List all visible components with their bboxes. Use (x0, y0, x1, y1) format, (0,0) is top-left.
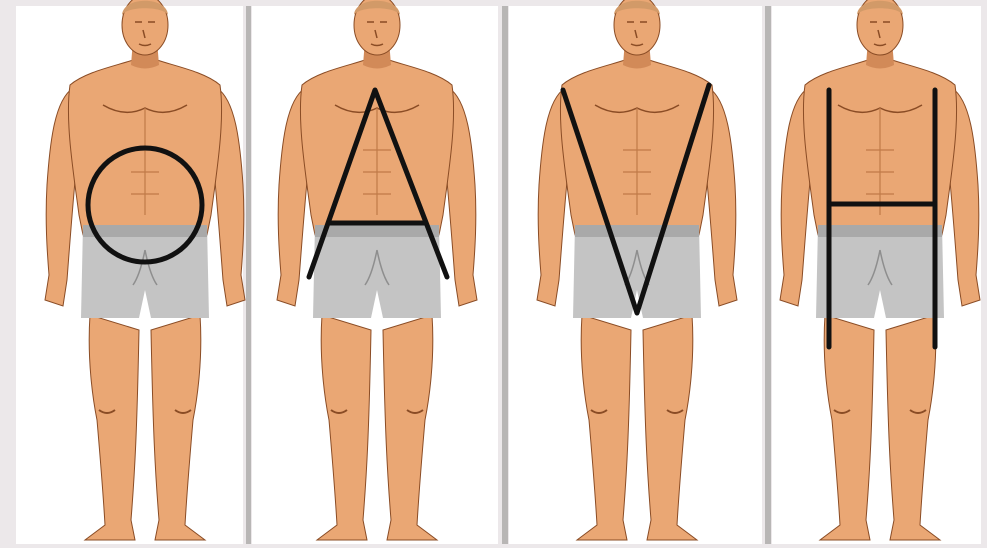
divider-2 (502, 6, 508, 544)
divider-1 (246, 6, 251, 544)
divider-3 (765, 6, 771, 544)
